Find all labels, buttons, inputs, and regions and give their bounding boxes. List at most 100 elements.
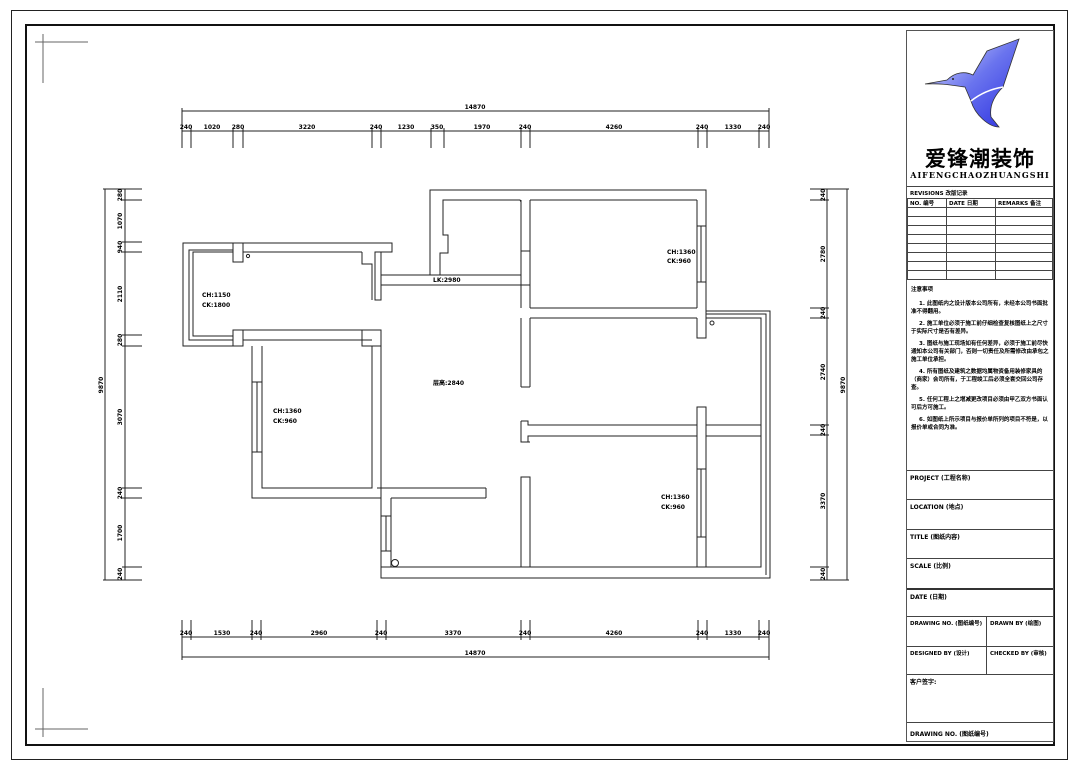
svg-text:CK:960: CK:960 (667, 258, 691, 265)
svg-text:240: 240 (117, 487, 124, 500)
title-block: 爱锋潮装饰 AIFENGCHAOZHUANGSHI REVISIONS 改版记录… (906, 30, 1054, 742)
revisions-label: REVISIONS 改版记录 (907, 186, 1053, 198)
svg-text:240: 240 (250, 630, 263, 637)
svg-text:240: 240 (820, 424, 827, 437)
drawing-no-footer: DRAWING NO. (图纸编号) (907, 722, 1053, 742)
rev-header-date: DATE 日期 (946, 198, 996, 208)
svg-text:240: 240 (180, 124, 193, 131)
svg-text:4260: 4260 (606, 124, 623, 131)
room-labels: CH:1150 CK:1800 LK:2980 CH:1360 CK:960 C… (202, 249, 696, 511)
svg-text:240: 240 (820, 307, 827, 320)
client-signature-field: 客户签字: (907, 674, 1053, 722)
svg-text:2110: 2110 (117, 286, 124, 303)
location-field: LOCATION (地点) (907, 499, 1053, 529)
svg-text:2780: 2780 (820, 246, 827, 263)
walls (182, 189, 771, 579)
svg-text:1230: 1230 (398, 124, 415, 131)
note-item: 1. 此图纸内之设计版本公司所有，未经本公司书面批准不得翻用。 (911, 301, 1048, 315)
date-field: DATE (日期) (907, 588, 1053, 616)
drawing-no-field: DRAWING NO. (图纸编号) (907, 616, 986, 646)
right-dimension-lines (810, 188, 849, 581)
project-field: PROJECT (工程名称) (907, 470, 1053, 499)
svg-text:1970: 1970 (474, 124, 491, 131)
svg-text:1700: 1700 (117, 525, 124, 542)
bottom-dimension-text: 240 1530 240 2960 240 3370 240 4260 240 … (180, 630, 771, 657)
note-item: 2. 施工单位必须于施工前仔细检查复核图纸上之尺寸于实际尺寸是否有差异。 (911, 321, 1048, 335)
left-dimension-text: 9870 280 1070 940 2110 280 3070 240 1700… (98, 189, 124, 581)
crop-marks (35, 34, 88, 737)
svg-text:层高:2840: 层高:2840 (433, 379, 464, 387)
revisions-row (907, 252, 1053, 262)
svg-text:240: 240 (696, 630, 709, 637)
svg-text:3370: 3370 (445, 630, 462, 637)
revisions-row (907, 225, 1053, 235)
svg-text:2960: 2960 (311, 630, 328, 637)
svg-text:240: 240 (117, 568, 124, 581)
svg-text:1330: 1330 (725, 630, 742, 637)
revisions-table: NO. 编号 DATE 日期 REMARKS 备注 (907, 198, 1053, 280)
note-item: 4. 所有图纸及建筑之数据均属物资备用装修家具的（商家）会司所有，于工程竣工后必… (911, 369, 1044, 391)
svg-text:LK:2980: LK:2980 (433, 277, 461, 284)
svg-text:240: 240 (375, 630, 388, 637)
revisions-header-row: NO. 编号 DATE 日期 REMARKS 备注 (907, 198, 1053, 208)
svg-text:240: 240 (820, 568, 827, 581)
note-item: 5. 任何工程上之增减更改项目必须由甲乙双方书面认可后方可施工。 (911, 397, 1048, 411)
svg-text:CK:960: CK:960 (661, 504, 685, 511)
svg-text:1530: 1530 (214, 630, 231, 637)
checked-by-field: CHECKED BY (审核) (986, 646, 1053, 674)
brand-name-en: AIFENGCHAOZHUANGSHI (910, 170, 1050, 180)
svg-text:240: 240 (696, 124, 709, 131)
svg-text:280: 280 (117, 189, 124, 202)
svg-text:280: 280 (117, 334, 124, 347)
fixtures (245, 253, 715, 567)
revisions-row (907, 216, 1053, 226)
svg-text:9870: 9870 (98, 377, 105, 394)
svg-text:CH:1360: CH:1360 (667, 249, 696, 256)
svg-text:280: 280 (232, 124, 245, 131)
svg-text:240: 240 (370, 124, 383, 131)
revisions-row (907, 207, 1053, 217)
svg-text:CK:960: CK:960 (273, 418, 297, 425)
svg-text:1020: 1020 (204, 124, 221, 131)
hummingbird-logo-icon (924, 38, 1020, 128)
svg-text:14870: 14870 (465, 650, 486, 657)
svg-text:240: 240 (758, 630, 771, 637)
rev-header-remarks: REMARKS 备注 (995, 198, 1053, 208)
title-field: TITLE (图纸内容) (907, 529, 1053, 558)
revisions-row (907, 261, 1053, 271)
revisions-row (907, 243, 1053, 253)
svg-text:940: 940 (117, 241, 124, 254)
revisions-row (907, 234, 1053, 244)
revisions-row (907, 270, 1053, 280)
note-item: 3. 图纸与施工现场如有任何差异，必须于施工前尽快通知本公司有关部门，否则一切责… (911, 341, 1049, 363)
notes-section: 注意事项 1. 此图纸内之设计版本公司所有，未经本公司书面批准不得翻用。 2. … (907, 283, 1053, 439)
svg-text:3220: 3220 (299, 124, 316, 131)
left-dimension-lines (103, 188, 142, 581)
scale-field: SCALE (比例) (907, 558, 1053, 588)
svg-text:1070: 1070 (117, 213, 124, 230)
top-dimension-lines (181, 108, 770, 148)
rev-header-no: NO. 编号 (907, 198, 947, 208)
svg-text:2740: 2740 (820, 364, 827, 381)
brand-name-cn: 爱锋潮装饰 (925, 147, 1035, 171)
designed-by-field: DESIGNED BY (设计) (907, 646, 986, 674)
inner-sheet-border (25, 24, 1055, 746)
svg-text:240: 240 (519, 630, 532, 637)
svg-text:CK:1800: CK:1800 (202, 302, 230, 309)
svg-text:CH:1150: CH:1150 (202, 292, 231, 299)
top-dimension-text: 14870 240 1020 280 3220 240 1230 350 197… (180, 104, 771, 131)
svg-text:240: 240 (180, 630, 193, 637)
right-dimension-text: 240 2780 240 2740 240 3370 240 9870 (820, 189, 847, 581)
bottom-dimension-lines (181, 620, 770, 660)
svg-text:3370: 3370 (820, 493, 827, 510)
note-item: 6. 如图纸上所示项目与报价单所列的项目不符是，以报价单或合同为准。 (911, 417, 1048, 431)
svg-text:1330: 1330 (725, 124, 742, 131)
svg-text:240: 240 (758, 124, 771, 131)
outer-sheet-border (11, 10, 1068, 760)
svg-text:14870: 14870 (465, 104, 486, 111)
svg-text:CH:1360: CH:1360 (661, 494, 690, 501)
notes-title: 注意事项 (911, 287, 934, 293)
svg-text:240: 240 (519, 124, 532, 131)
svg-text:4260: 4260 (606, 630, 623, 637)
